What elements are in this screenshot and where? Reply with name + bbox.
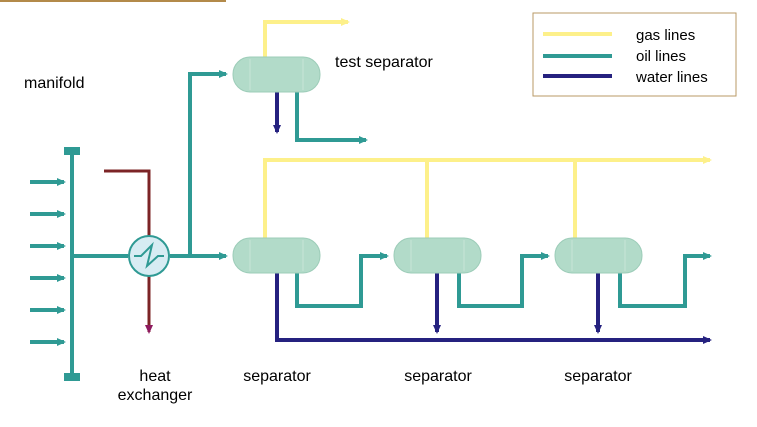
heat-label: heat [139, 368, 171, 385]
separator-1-label: separator [243, 368, 311, 385]
separator-2-oil-out [457, 252, 550, 308]
oil-lines [30, 70, 712, 381]
water-header [275, 272, 712, 344]
manifold-label: manifold [24, 75, 84, 92]
separator-3-oil-out [618, 252, 712, 308]
separator-2-label: separator [404, 368, 472, 385]
heating-medium-in [104, 169, 151, 236]
water-lines [273, 92, 712, 344]
test-separator-label: test separator [335, 54, 434, 71]
heat-exchanger-icon [128, 235, 170, 277]
legend-water-label: water lines [635, 69, 708, 86]
separator-2-vessel-icon [393, 237, 482, 274]
separator-1-oil-out [295, 252, 389, 308]
legend-gas-label: gas lines [636, 27, 695, 44]
separator-3-label: separator [564, 368, 632, 385]
separator-3-vessel-icon [554, 237, 643, 274]
test-separator-gas-line [263, 18, 350, 63]
separator-1-vessel-icon [232, 237, 321, 274]
legend-oil-label: oil lines [636, 48, 686, 65]
exchanger-label: exchanger [118, 387, 193, 404]
gas-lines [263, 18, 712, 240]
test-separator-oil-out [295, 92, 368, 144]
heating-lines [104, 169, 153, 334]
gas-header [263, 156, 712, 240]
branch-to-test-separator [188, 70, 228, 256]
legend: gas lines oil lines water lines [532, 12, 737, 97]
test-separator-vessel-icon [232, 56, 321, 93]
